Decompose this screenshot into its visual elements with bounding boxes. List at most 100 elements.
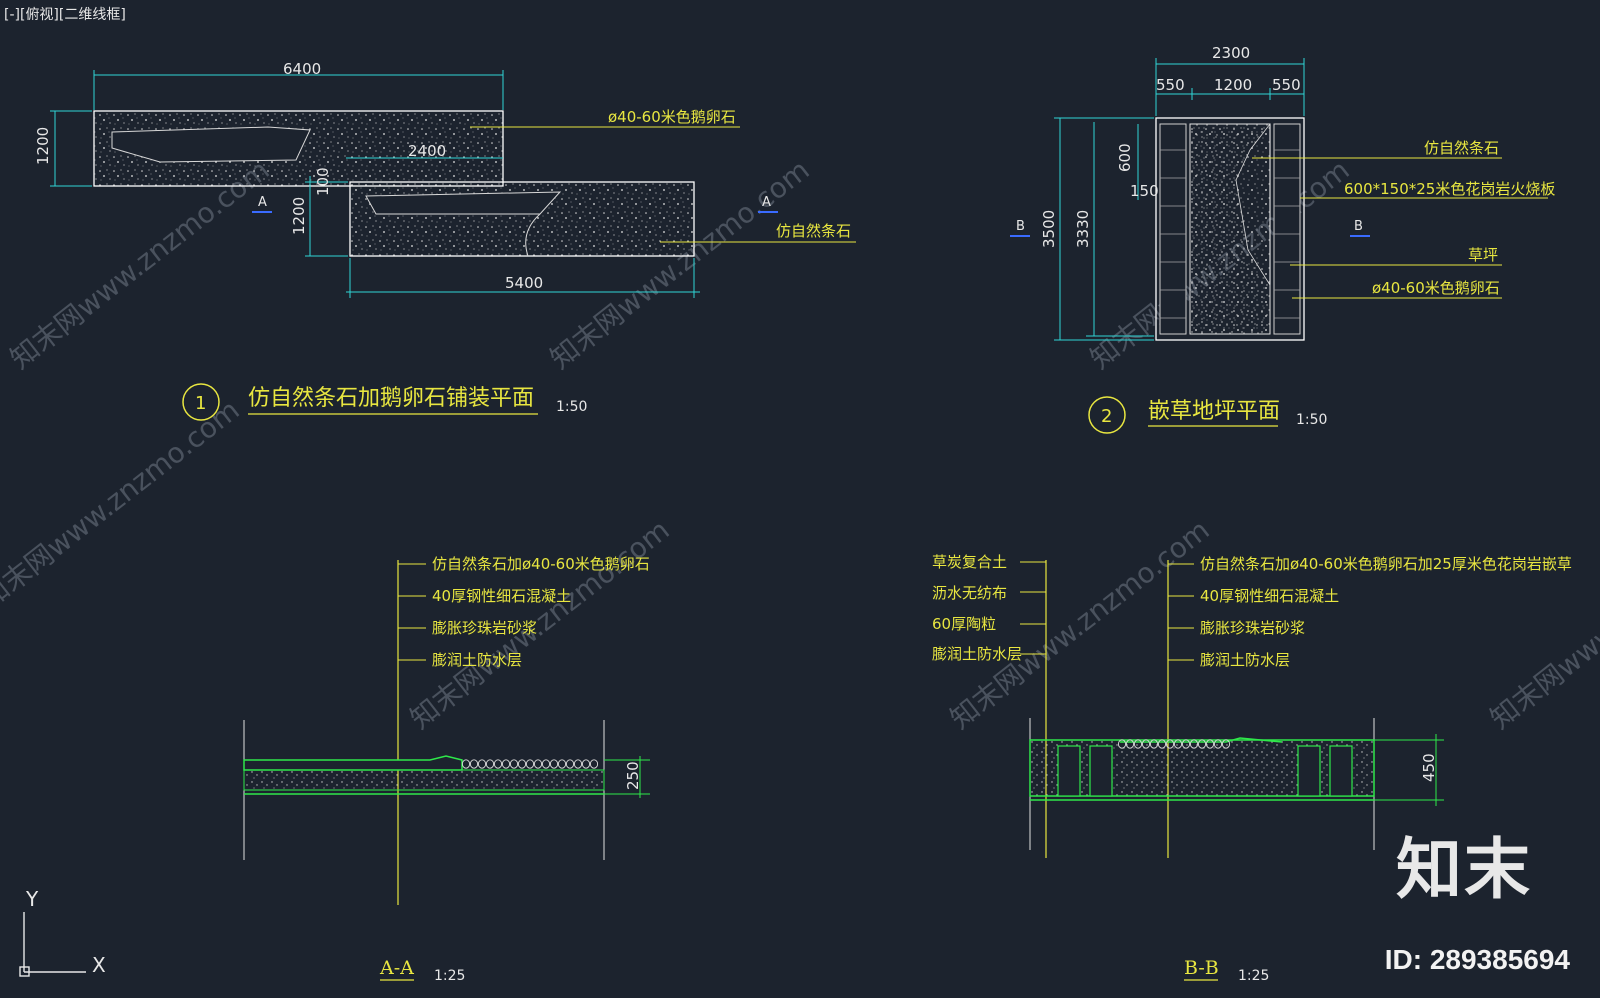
pebble	[461, 759, 471, 769]
drawing-scale: 1:50	[556, 399, 587, 415]
section-b: 草炭复合土 沥水无纺布 60厚陶粒 膨润土防水层 仿自然条石加ø40-60米色鹅…	[932, 553, 1572, 984]
pebble	[541, 759, 551, 769]
pebble	[1173, 739, 1183, 749]
stone-strip-inner	[1189, 123, 1271, 335]
section-mark-b[interactable]: B	[1016, 219, 1025, 234]
section-title[interactable]: B-B	[1184, 957, 1219, 979]
pebble	[1125, 739, 1135, 749]
section-mark-b[interactable]: B	[1354, 219, 1363, 234]
drawing-title[interactable]: 嵌草地坪平面	[1148, 399, 1280, 424]
watermark-text: 知末网www.znzmo.com	[0, 393, 246, 615]
pebble	[525, 759, 535, 769]
section-scale: 1:25	[434, 968, 465, 984]
pebble	[517, 759, 527, 769]
concrete-layer[interactable]	[243, 769, 605, 791]
pebble	[501, 759, 511, 769]
dim-label: 550	[1272, 76, 1301, 94]
pebble	[1181, 739, 1191, 749]
section-scale: 1:25	[1238, 968, 1269, 984]
callout-text: 仿自然条石	[776, 222, 851, 240]
plan-1: 6400 1200 2400 100 1200 5400 A A ø40-60米…	[34, 60, 856, 421]
layer-label: 膨胀珍珠岩砂浆	[1200, 619, 1305, 637]
viewport-label[interactable]: [-][俯视][二维线框]	[4, 7, 126, 23]
dim-label: 3330	[1074, 210, 1092, 248]
stone-top	[243, 755, 463, 771]
layer-label: 60厚陶粒	[932, 615, 996, 633]
stone-strip-upper	[111, 126, 311, 163]
pebble	[557, 759, 567, 769]
pebble	[533, 759, 543, 769]
pebble	[1133, 739, 1143, 749]
pebble	[1141, 739, 1151, 749]
drawing-title[interactable]: 仿自然条石加鹅卵石铺装平面	[248, 386, 534, 411]
layer-label: 40厚钢性细石混凝土	[432, 587, 571, 605]
pebble	[477, 759, 487, 769]
dim-label: 1200	[1214, 76, 1252, 94]
pebble	[1213, 739, 1223, 749]
pebble	[573, 759, 583, 769]
dim-label: 1200	[290, 197, 308, 235]
pebble	[469, 759, 479, 769]
layer-label: 膨润土防水层	[432, 651, 522, 669]
pebble	[1157, 739, 1167, 749]
layer-label: 仿自然条石加ø40-60米色鹅卵石加25厚米色花岗岩嵌草	[1200, 555, 1572, 573]
pebble	[1189, 739, 1199, 749]
dim-label: 150	[1130, 182, 1159, 200]
drawing-number-circle	[182, 383, 220, 421]
dim-label: 600	[1116, 143, 1134, 172]
dim-label: 6400	[283, 60, 321, 78]
pebble	[1197, 739, 1207, 749]
layer-label: 仿自然条石加ø40-60米色鹅卵石	[432, 555, 650, 573]
callout-text: 仿自然条石	[1424, 139, 1499, 157]
layer-label: 膨胀珍珠岩砂浆	[432, 619, 537, 637]
watermark-id: ID: 289385694	[1384, 944, 1570, 975]
drawing-number-circle	[1088, 396, 1126, 434]
pebble-row	[461, 759, 599, 769]
dim-label: 100	[314, 167, 332, 196]
watermark-layer: 知末网www.znzmo.com 知末网www.znzmo.com 知末网www…	[0, 153, 1600, 735]
dim-label: 550	[1156, 76, 1185, 94]
pebble	[1205, 739, 1215, 749]
pebble	[1117, 739, 1127, 749]
pebble	[1149, 739, 1159, 749]
section-mark-a[interactable]: A	[258, 195, 267, 210]
layer-label: 40厚钢性细石混凝土	[1200, 587, 1339, 605]
dim-label: 450	[1420, 753, 1438, 782]
dim-label: 2400	[408, 142, 446, 160]
section-mark-a[interactable]: A	[762, 195, 771, 210]
layer-label: 膨润土防水层	[932, 645, 1022, 663]
axis-y-label: Y	[25, 887, 39, 911]
callout-text: ø40-60米色鹅卵石	[1372, 279, 1500, 297]
dim-label: 2300	[1212, 44, 1250, 62]
dim-label: 250	[624, 761, 642, 790]
drawing-number: 2	[1101, 406, 1112, 427]
watermark-logo: 知末	[1396, 831, 1532, 908]
dim-label: 3500	[1040, 210, 1058, 248]
axis-x-label: X	[92, 953, 106, 977]
pebble	[1165, 739, 1175, 749]
slab-edge-curve	[525, 213, 541, 257]
pebble	[493, 759, 503, 769]
drawing-scale: 1:50	[1296, 412, 1327, 428]
pebble	[1221, 739, 1231, 749]
layer-label: 膨润土防水层	[1200, 651, 1290, 669]
callout-text: 600*150*25米色花岗岩火烧板	[1344, 180, 1555, 198]
dim-label: 1200	[34, 127, 52, 165]
section-title[interactable]: A-A	[379, 957, 414, 979]
callout-text: 草坪	[1468, 246, 1498, 264]
layer-label: 沥水无纺布	[932, 584, 1007, 602]
pebble	[581, 759, 591, 769]
plan-2: 2300 550 1200 550 3500 3330 600 150 B B …	[1010, 44, 1555, 434]
pebble	[549, 759, 559, 769]
drawing-number: 1	[195, 393, 206, 414]
grass-paving-outline[interactable]	[1155, 117, 1305, 341]
pebble	[509, 759, 519, 769]
section-a: 仿自然条石加ø40-60米色鹅卵石 40厚钢性细石混凝土 膨胀珍珠岩砂浆 膨润土…	[243, 555, 650, 984]
pebble	[589, 759, 599, 769]
callout-text: ø40-60米色鹅卵石	[608, 108, 736, 126]
dim-label: 5400	[505, 274, 543, 292]
ucs-icon[interactable]	[19, 912, 86, 977]
pebble	[485, 759, 495, 769]
layer-label: 草炭复合土	[932, 553, 1007, 571]
